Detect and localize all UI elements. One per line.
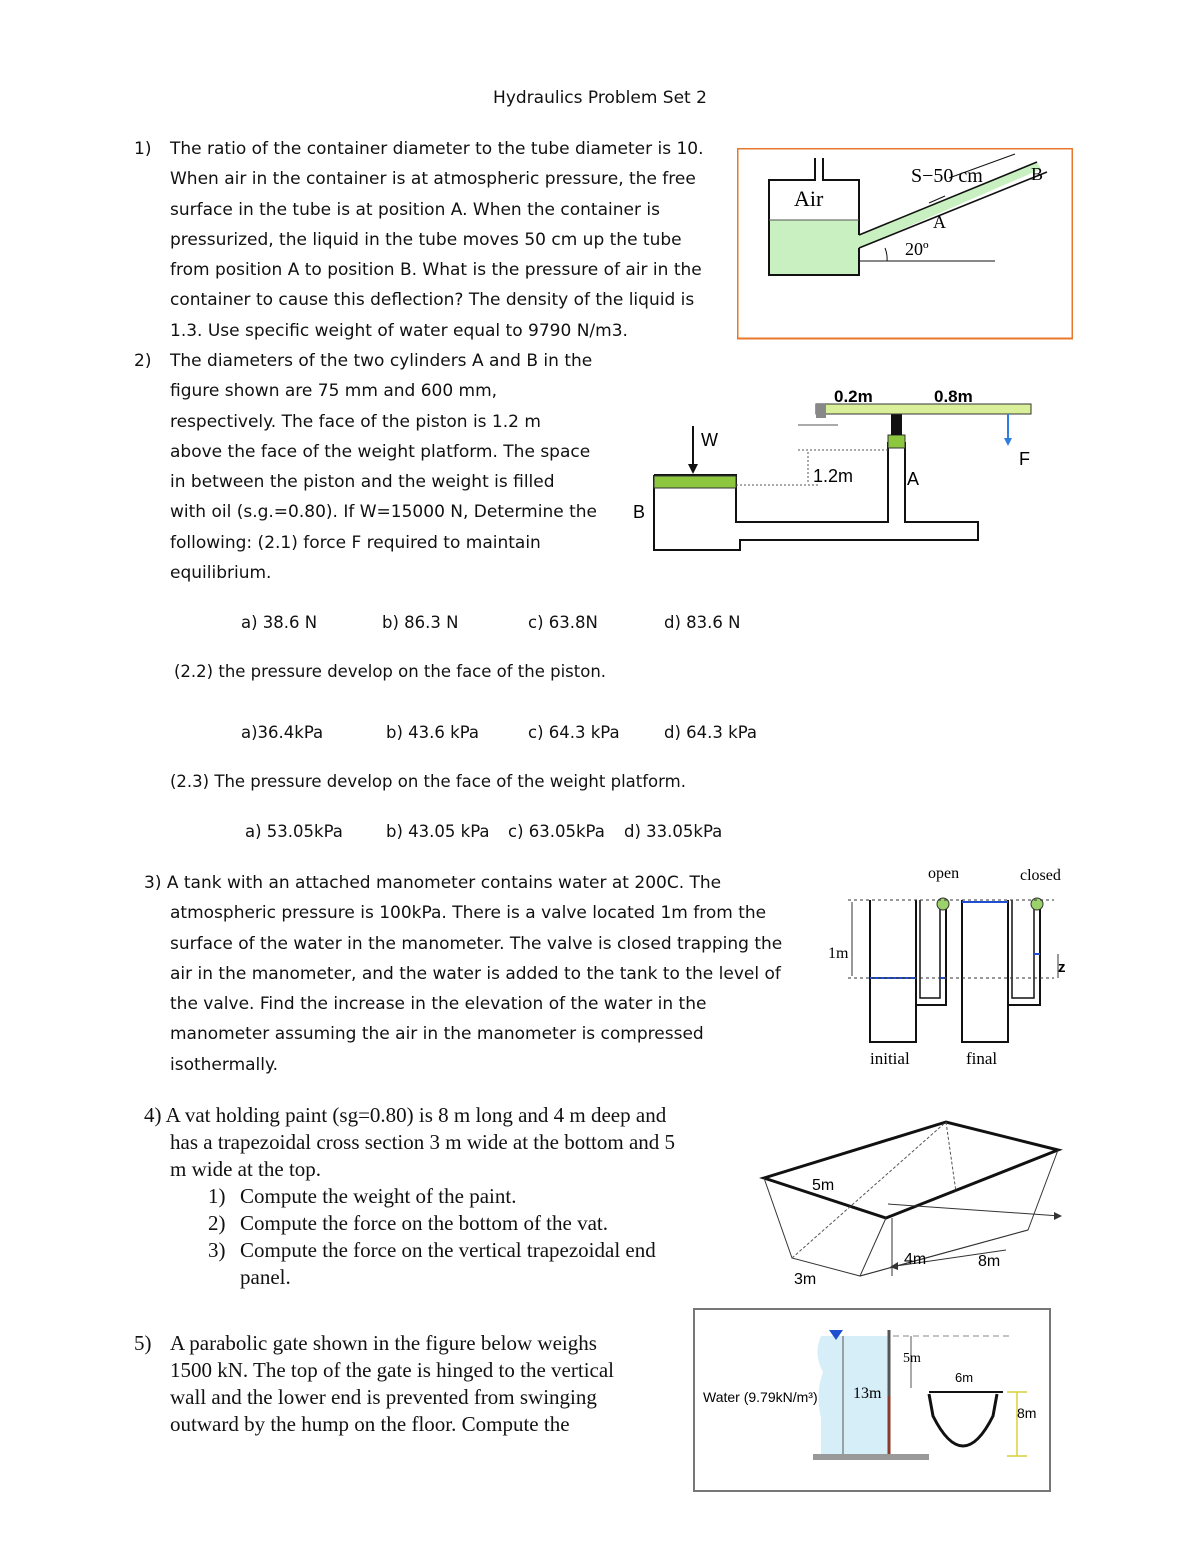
list-item: 2)Compute the force on the bottom of the… [208, 1211, 608, 1235]
text-line: 3) A tank with an attached manometer con… [144, 873, 722, 893]
question-number: 1) [134, 139, 152, 159]
question-number: 5) [134, 1331, 152, 1355]
figure-2-hydraulic-press: 0.2m 0.8m W F 1.2m A B [633, 387, 1032, 551]
choice-2-3-d: d) 33.05kPa [624, 822, 723, 841]
choice-2-2-c: c) 64.3 kPa [528, 723, 620, 742]
text-line: The ratio of the container diameter to t… [170, 139, 704, 159]
text-line: isothermally. [170, 1054, 279, 1075]
air-label: Air [794, 186, 824, 211]
text-line: with oil (s.g.=0.80). If W=15000 N, Dete… [170, 502, 597, 523]
figure-5-parabolic-gate: Water (9.79kN/m³) 13m 5m 6m 8m [693, 1308, 1051, 1492]
question-2-2: (2.2) the pressure develop on the face o… [174, 662, 607, 681]
length-label: 8m [978, 1253, 1000, 1270]
page-title: Hydraulics Problem Set 2 [493, 88, 707, 108]
question-2-3: (2.3) The pressure develop on the face o… [170, 772, 686, 791]
angle-label: 20º [905, 239, 929, 259]
height-label: 1.2m [813, 466, 853, 486]
dimension-0-8m: 0.8m [934, 387, 973, 406]
text-line: pressurized, the liquid in the tube move… [170, 229, 682, 250]
text-line: surface in the tube is at position A. Wh… [170, 199, 660, 220]
top-width-label: 5m [812, 1177, 834, 1194]
text-line: When air in the container is at atmosphe… [170, 169, 696, 190]
choice-2-2-d: d) 64.3 kPa [664, 723, 758, 742]
width-6m-label: 6m [955, 1370, 973, 1385]
open-label: open [928, 865, 959, 882]
list-item-continuation: panel. [240, 1265, 291, 1289]
height-5m-label: 5m [903, 1351, 921, 1366]
bottom-width-label: 3m [794, 1271, 816, 1288]
text-line: from position A to position B. What is t… [170, 260, 702, 281]
text-line: The diameters of the two cylinders A and… [170, 351, 593, 371]
text-line: wall and the lower end is prevented from… [170, 1385, 597, 1409]
weight-label: W [701, 430, 718, 450]
text-line: A parabolic gate shown in the figure bel… [170, 1331, 597, 1355]
text-line: atmospheric pressure is 100kPa. There is… [170, 903, 767, 924]
final-label: final [966, 1049, 997, 1068]
choice-2-3-a: a) 53.05kPa [245, 822, 343, 841]
figure-1-tank-inclined-tube: Air S−50 cm A B 20º [737, 148, 1073, 340]
choice-2-1-a: a) 38.6 N [241, 613, 318, 632]
question-2: 2) The diameters of the two cylinders A … [134, 346, 630, 588]
choice-2-1-d: d) 83.6 N [664, 613, 741, 632]
list-item: 1)Compute the weight of the paint. [208, 1184, 517, 1208]
text-line: 1500 kN. The top of the gate is hinged t… [170, 1358, 615, 1382]
text-line: manometer assuming the air in the manome… [170, 1024, 704, 1045]
text-line: surface of the water in the manometer. T… [170, 933, 783, 954]
figure-4-trapezoidal-vat: 5m 4m 3m 8m [759, 1120, 1063, 1288]
text-line: respectively. The face of the piston is … [170, 411, 541, 432]
water-label: Water (9.79kN/m³) [703, 1389, 818, 1405]
closed-label: closed [1020, 867, 1061, 884]
list-item: 3)Compute the force on the vertical trap… [208, 1238, 656, 1262]
choice-2-2-b: b) 43.6 kPa [386, 723, 480, 742]
text-line: the valve. Find the increase in the elev… [170, 994, 707, 1015]
text-line: 4) A vat holding paint (sg=0.80) is 8 m … [144, 1103, 667, 1127]
text-line: figure shown are 75 mm and 600 mm, [170, 381, 498, 402]
force-label: F [1019, 449, 1030, 469]
text-line: in between the piston and the weight is … [170, 472, 555, 493]
distance-label: S−50 cm [911, 165, 983, 187]
text-line: has a trapezoidal cross section 3 m wide… [170, 1130, 676, 1154]
text-line: following: (2.1) force F required to mai… [170, 532, 541, 553]
figure-3-manometer: open closed 1m z initial final [828, 865, 1066, 1068]
choice-2-3-b: b) 43.05 kPa [386, 822, 490, 841]
initial-label: initial [870, 1049, 910, 1068]
z-label: z [1058, 959, 1066, 976]
text-line: container to cause this deflection? The … [170, 290, 695, 311]
question-5: 5) A parabolic gate shown in the figure … [134, 1330, 690, 1438]
cylinder-b-label: B [633, 502, 645, 522]
text-line: air in the manometer, and the water is a… [170, 963, 781, 984]
depth-label: 4m [904, 1251, 926, 1268]
point-b-label: B [1031, 164, 1043, 184]
choice-2-1-c: c) 63.8N [528, 613, 598, 632]
choice-2-3-c: c) 63.05kPa [508, 822, 605, 841]
choice-2-2-a: a)36.4kPa [241, 723, 324, 742]
question-3: 3) A tank with an attached manometer con… [144, 868, 814, 1080]
cylinder-a-label: A [907, 469, 919, 489]
text-line: m wide at the top. [170, 1157, 322, 1181]
choice-2-1-b: b) 86.3 N [382, 613, 459, 632]
question-1: 1) The ratio of the container diameter t… [134, 134, 730, 346]
height-1m-label: 1m [828, 945, 849, 962]
text-line: equilibrium. [170, 563, 272, 584]
point-a-label: A [933, 212, 946, 232]
dimension-0-2m: 0.2m [834, 387, 873, 406]
height-8m-label: 8m [1017, 1405, 1036, 1421]
text-line: 1.3. Use specific weight of water equal … [170, 320, 628, 341]
text-line: outward by the hump on the floor. Comput… [170, 1412, 570, 1436]
text-line: above the face of the weight platform. T… [170, 441, 591, 462]
question-4: 4) A vat holding paint (sg=0.80) is 8 m … [144, 1102, 744, 1291]
question-number: 2) [134, 351, 152, 371]
height-13m-label: 13m [853, 1385, 882, 1402]
